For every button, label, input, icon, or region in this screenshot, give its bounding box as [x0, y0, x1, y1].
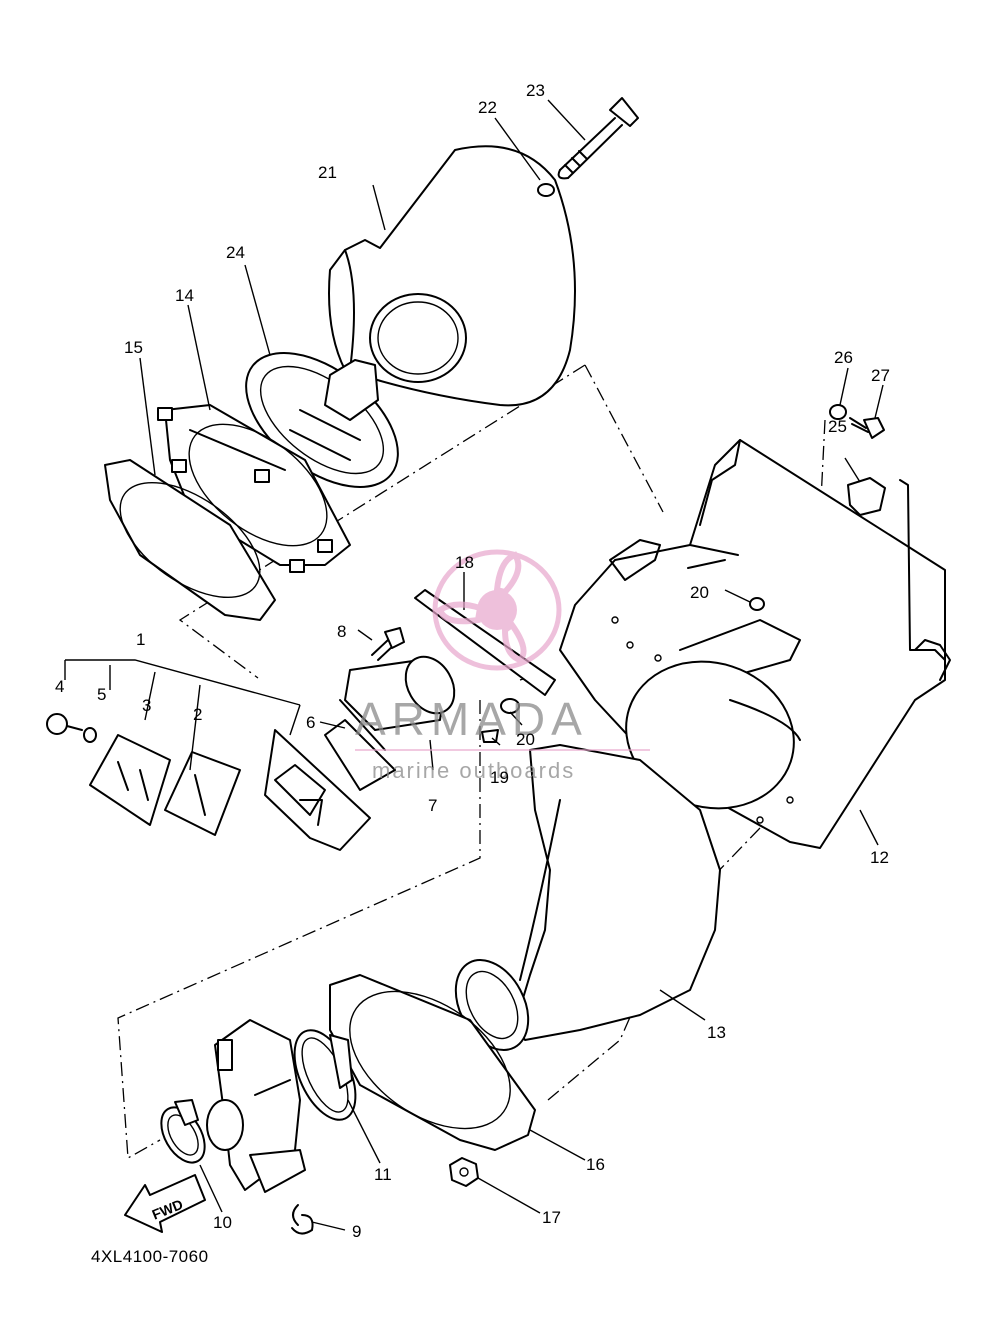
reed-valve-assembly — [324, 655, 456, 791]
callout-8: 8 — [337, 622, 346, 641]
clip-25 — [847, 477, 886, 516]
watermark-brand: ARMADA — [355, 693, 588, 745]
reed-block-1 — [264, 729, 371, 851]
clamp-10 — [160, 1099, 206, 1164]
callout-20a: 20 — [516, 730, 535, 749]
callout-4: 4 — [55, 677, 64, 696]
watermark-tagline: marine outboards — [372, 758, 575, 783]
filter-holder — [245, 352, 399, 488]
washer-5 — [83, 727, 97, 743]
callout-5: 5 — [97, 685, 106, 704]
washer-22 — [537, 183, 555, 197]
carburetor — [206, 1019, 306, 1193]
fwd-arrow — [124, 1174, 206, 1233]
callout-9: 9 — [352, 1222, 361, 1241]
callout-16: 16 — [586, 1155, 605, 1174]
bolt-8 — [371, 627, 405, 661]
callout-3: 3 — [142, 696, 151, 715]
washer-26 — [829, 404, 847, 420]
bolt-23 — [557, 97, 639, 180]
callout-7: 7 — [428, 796, 437, 815]
callout-numbers: 1 2 3 4 5 6 7 8 9 10 11 12 13 14 15 16 1… — [55, 81, 890, 1241]
stopper-plate-2 — [164, 751, 241, 836]
watermark-logo — [432, 549, 562, 671]
callout-1: 1 — [136, 630, 145, 649]
callout-13: 13 — [707, 1023, 726, 1042]
callout-18: 18 — [455, 553, 474, 572]
diagram-code: 4XL4100-7060 — [91, 1247, 209, 1266]
clip-9 — [291, 1204, 314, 1235]
gasket-15 — [104, 459, 276, 621]
grommet-20 — [500, 597, 765, 714]
leader-lines — [64, 99, 884, 1231]
screw-4 — [46, 713, 83, 735]
intake-duct — [454, 744, 721, 1051]
callout-22: 22 — [478, 98, 497, 117]
callout-21: 21 — [318, 163, 337, 182]
nut-17 — [449, 1157, 479, 1187]
air-filter-element — [328, 145, 576, 407]
clamp-11 — [293, 1029, 357, 1121]
callout-2: 2 — [193, 705, 202, 724]
callout-12: 12 — [870, 848, 889, 867]
callout-24: 24 — [226, 243, 245, 262]
callout-23: 23 — [526, 81, 545, 100]
callout-20b: 20 — [690, 583, 709, 602]
reed-petal-3 — [89, 734, 171, 826]
callout-10: 10 — [213, 1213, 232, 1232]
callout-25: 25 — [828, 417, 847, 436]
callout-27: 27 — [871, 366, 890, 385]
filter-frame — [157, 404, 351, 573]
callout-19: 19 — [490, 768, 509, 787]
callout-15: 15 — [124, 338, 143, 357]
callout-6: 6 — [306, 713, 315, 732]
airbox — [559, 439, 951, 849]
callout-26: 26 — [834, 348, 853, 367]
bolt-27 — [849, 417, 885, 439]
callout-17: 17 — [542, 1208, 561, 1227]
callout-11: 11 — [374, 1165, 392, 1184]
callout-14: 14 — [175, 286, 194, 305]
